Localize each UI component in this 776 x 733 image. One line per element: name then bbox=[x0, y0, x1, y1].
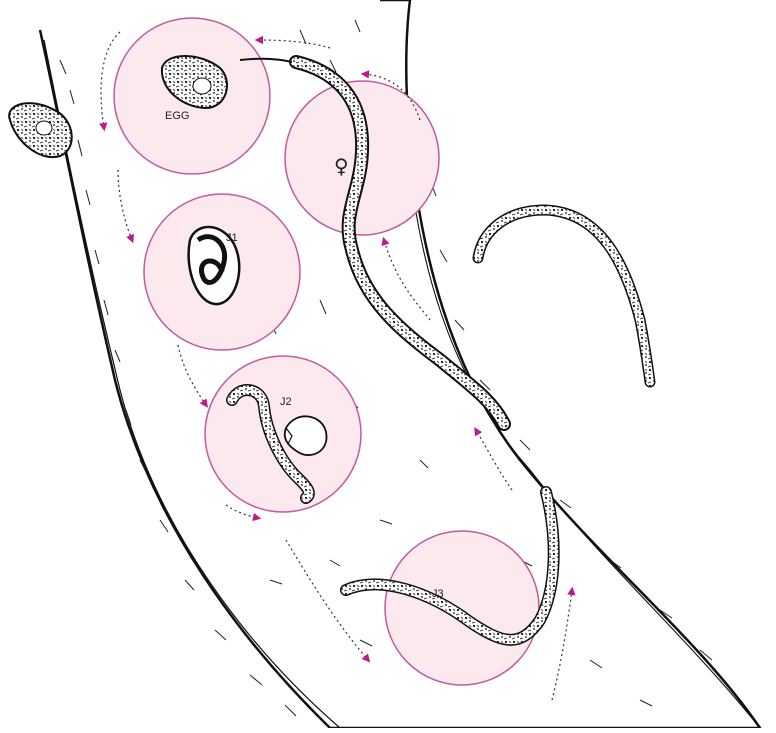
j1-label: J1 bbox=[226, 232, 238, 244]
j2-label: J2 bbox=[280, 396, 292, 408]
j2-stage-circle bbox=[205, 356, 361, 512]
female-label: ♀ bbox=[334, 154, 349, 178]
j3-label: J3 bbox=[432, 588, 444, 600]
free-juvenile-worm bbox=[478, 210, 650, 382]
egg-label: EGG bbox=[165, 110, 189, 122]
j3-stage-circle bbox=[385, 531, 539, 685]
